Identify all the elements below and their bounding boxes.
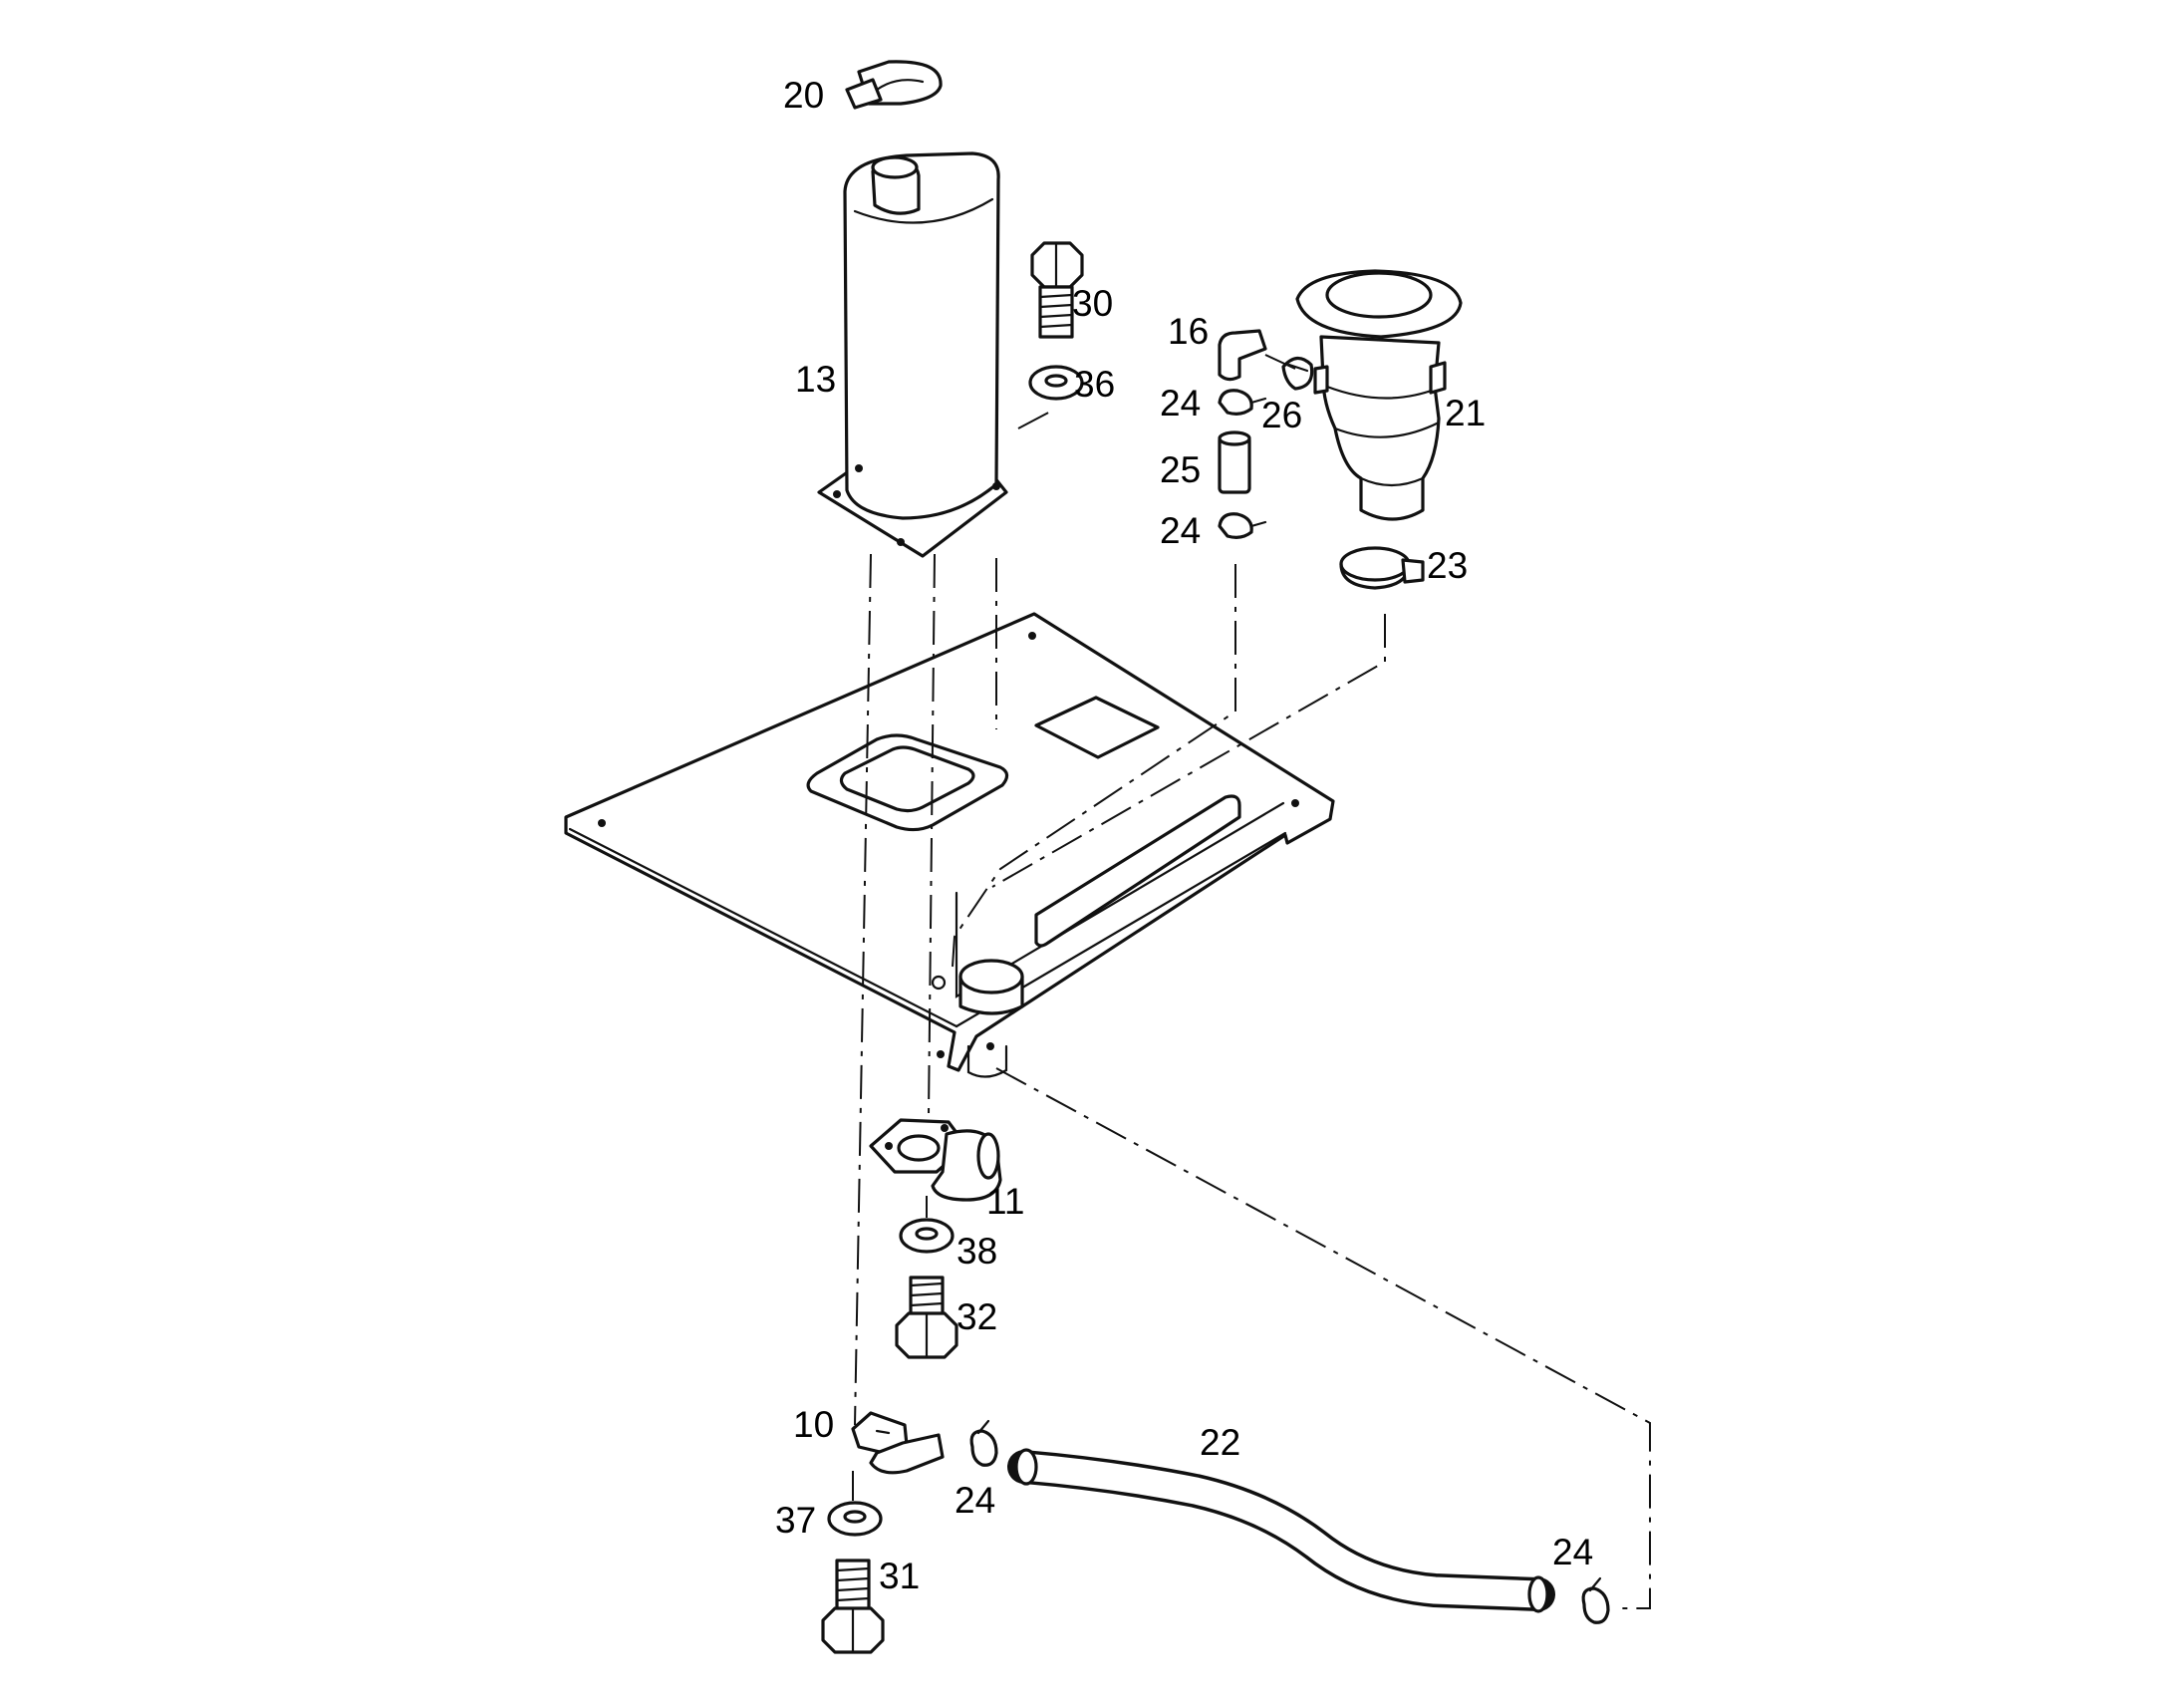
clamp-part-26 — [1281, 356, 1314, 391]
label-11: 11 — [986, 1181, 1024, 1222]
label-13: 13 — [795, 359, 836, 400]
bolt-part-30 — [1030, 241, 1084, 339]
cap-part-20 — [845, 60, 943, 110]
label-37: 37 — [775, 1500, 816, 1541]
label-25: 25 — [1160, 449, 1201, 490]
label-26: 26 — [1261, 395, 1302, 435]
label-21: 21 — [1445, 393, 1486, 433]
filter-part-21 — [1295, 269, 1463, 521]
pipe-part-25 — [1218, 430, 1251, 494]
washer-part-37 — [827, 1501, 883, 1537]
muffler-part-13 — [817, 151, 1008, 558]
washer-part-38 — [899, 1218, 955, 1254]
part-labels: 20 30 13 36 16 24 26 21 25 24 23 11 38 3… — [775, 75, 1593, 1596]
label-24-lower-right: 24 — [1552, 1532, 1593, 1572]
clamp-part-24-middle — [1218, 512, 1267, 539]
clamp-part-23 — [1339, 546, 1425, 590]
elbow-part-16 — [1218, 329, 1267, 382]
elbow-fitting-part-11 — [869, 1118, 1002, 1202]
hose-part-22 — [1007, 1448, 1555, 1613]
washer-part-36 — [1028, 365, 1084, 401]
label-31: 31 — [879, 1556, 920, 1596]
label-30: 30 — [1072, 283, 1113, 324]
label-24-middle: 24 — [1160, 510, 1201, 551]
label-23: 23 — [1427, 545, 1468, 586]
label-24-lower-left: 24 — [955, 1480, 995, 1521]
label-36: 36 — [1074, 364, 1115, 405]
label-32: 32 — [956, 1296, 997, 1337]
label-24-upper: 24 — [1160, 383, 1201, 424]
clamp-part-24-lower-right — [1581, 1576, 1610, 1624]
label-38: 38 — [956, 1231, 997, 1272]
assembly-lines — [852, 354, 1651, 1609]
bolt-part-31 — [821, 1559, 885, 1654]
clamp-part-24-upper — [1218, 389, 1267, 416]
label-10: 10 — [793, 1404, 834, 1445]
label-22: 22 — [1200, 1422, 1240, 1463]
clamp-part-24-lower-left — [969, 1419, 998, 1467]
label-20: 20 — [783, 75, 824, 116]
base-plate — [564, 612, 1335, 1078]
label-16: 16 — [1168, 311, 1209, 352]
bolt-part-32 — [895, 1276, 958, 1359]
bracket-part-10 — [851, 1411, 945, 1475]
